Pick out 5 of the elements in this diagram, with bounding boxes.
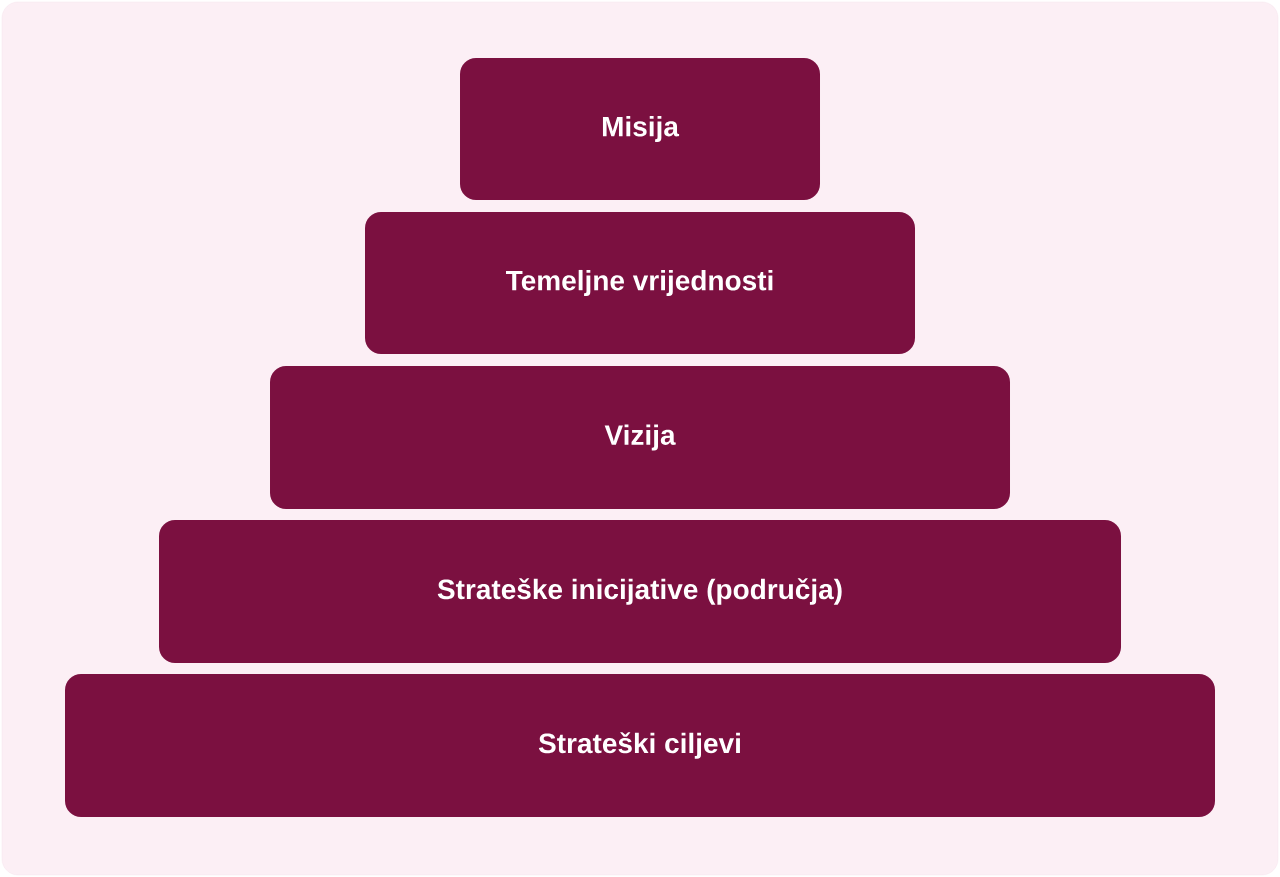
pyramid-level-box: Strateški ciljevi	[65, 674, 1215, 817]
pyramid-level-box: Temeljne vrijednosti	[365, 212, 915, 354]
pyramid-level-box: Misija	[460, 58, 820, 200]
pyramid-level-box: Vizija	[270, 366, 1010, 509]
pyramid-level-box: Strateške inicijative (područja)	[159, 520, 1121, 663]
